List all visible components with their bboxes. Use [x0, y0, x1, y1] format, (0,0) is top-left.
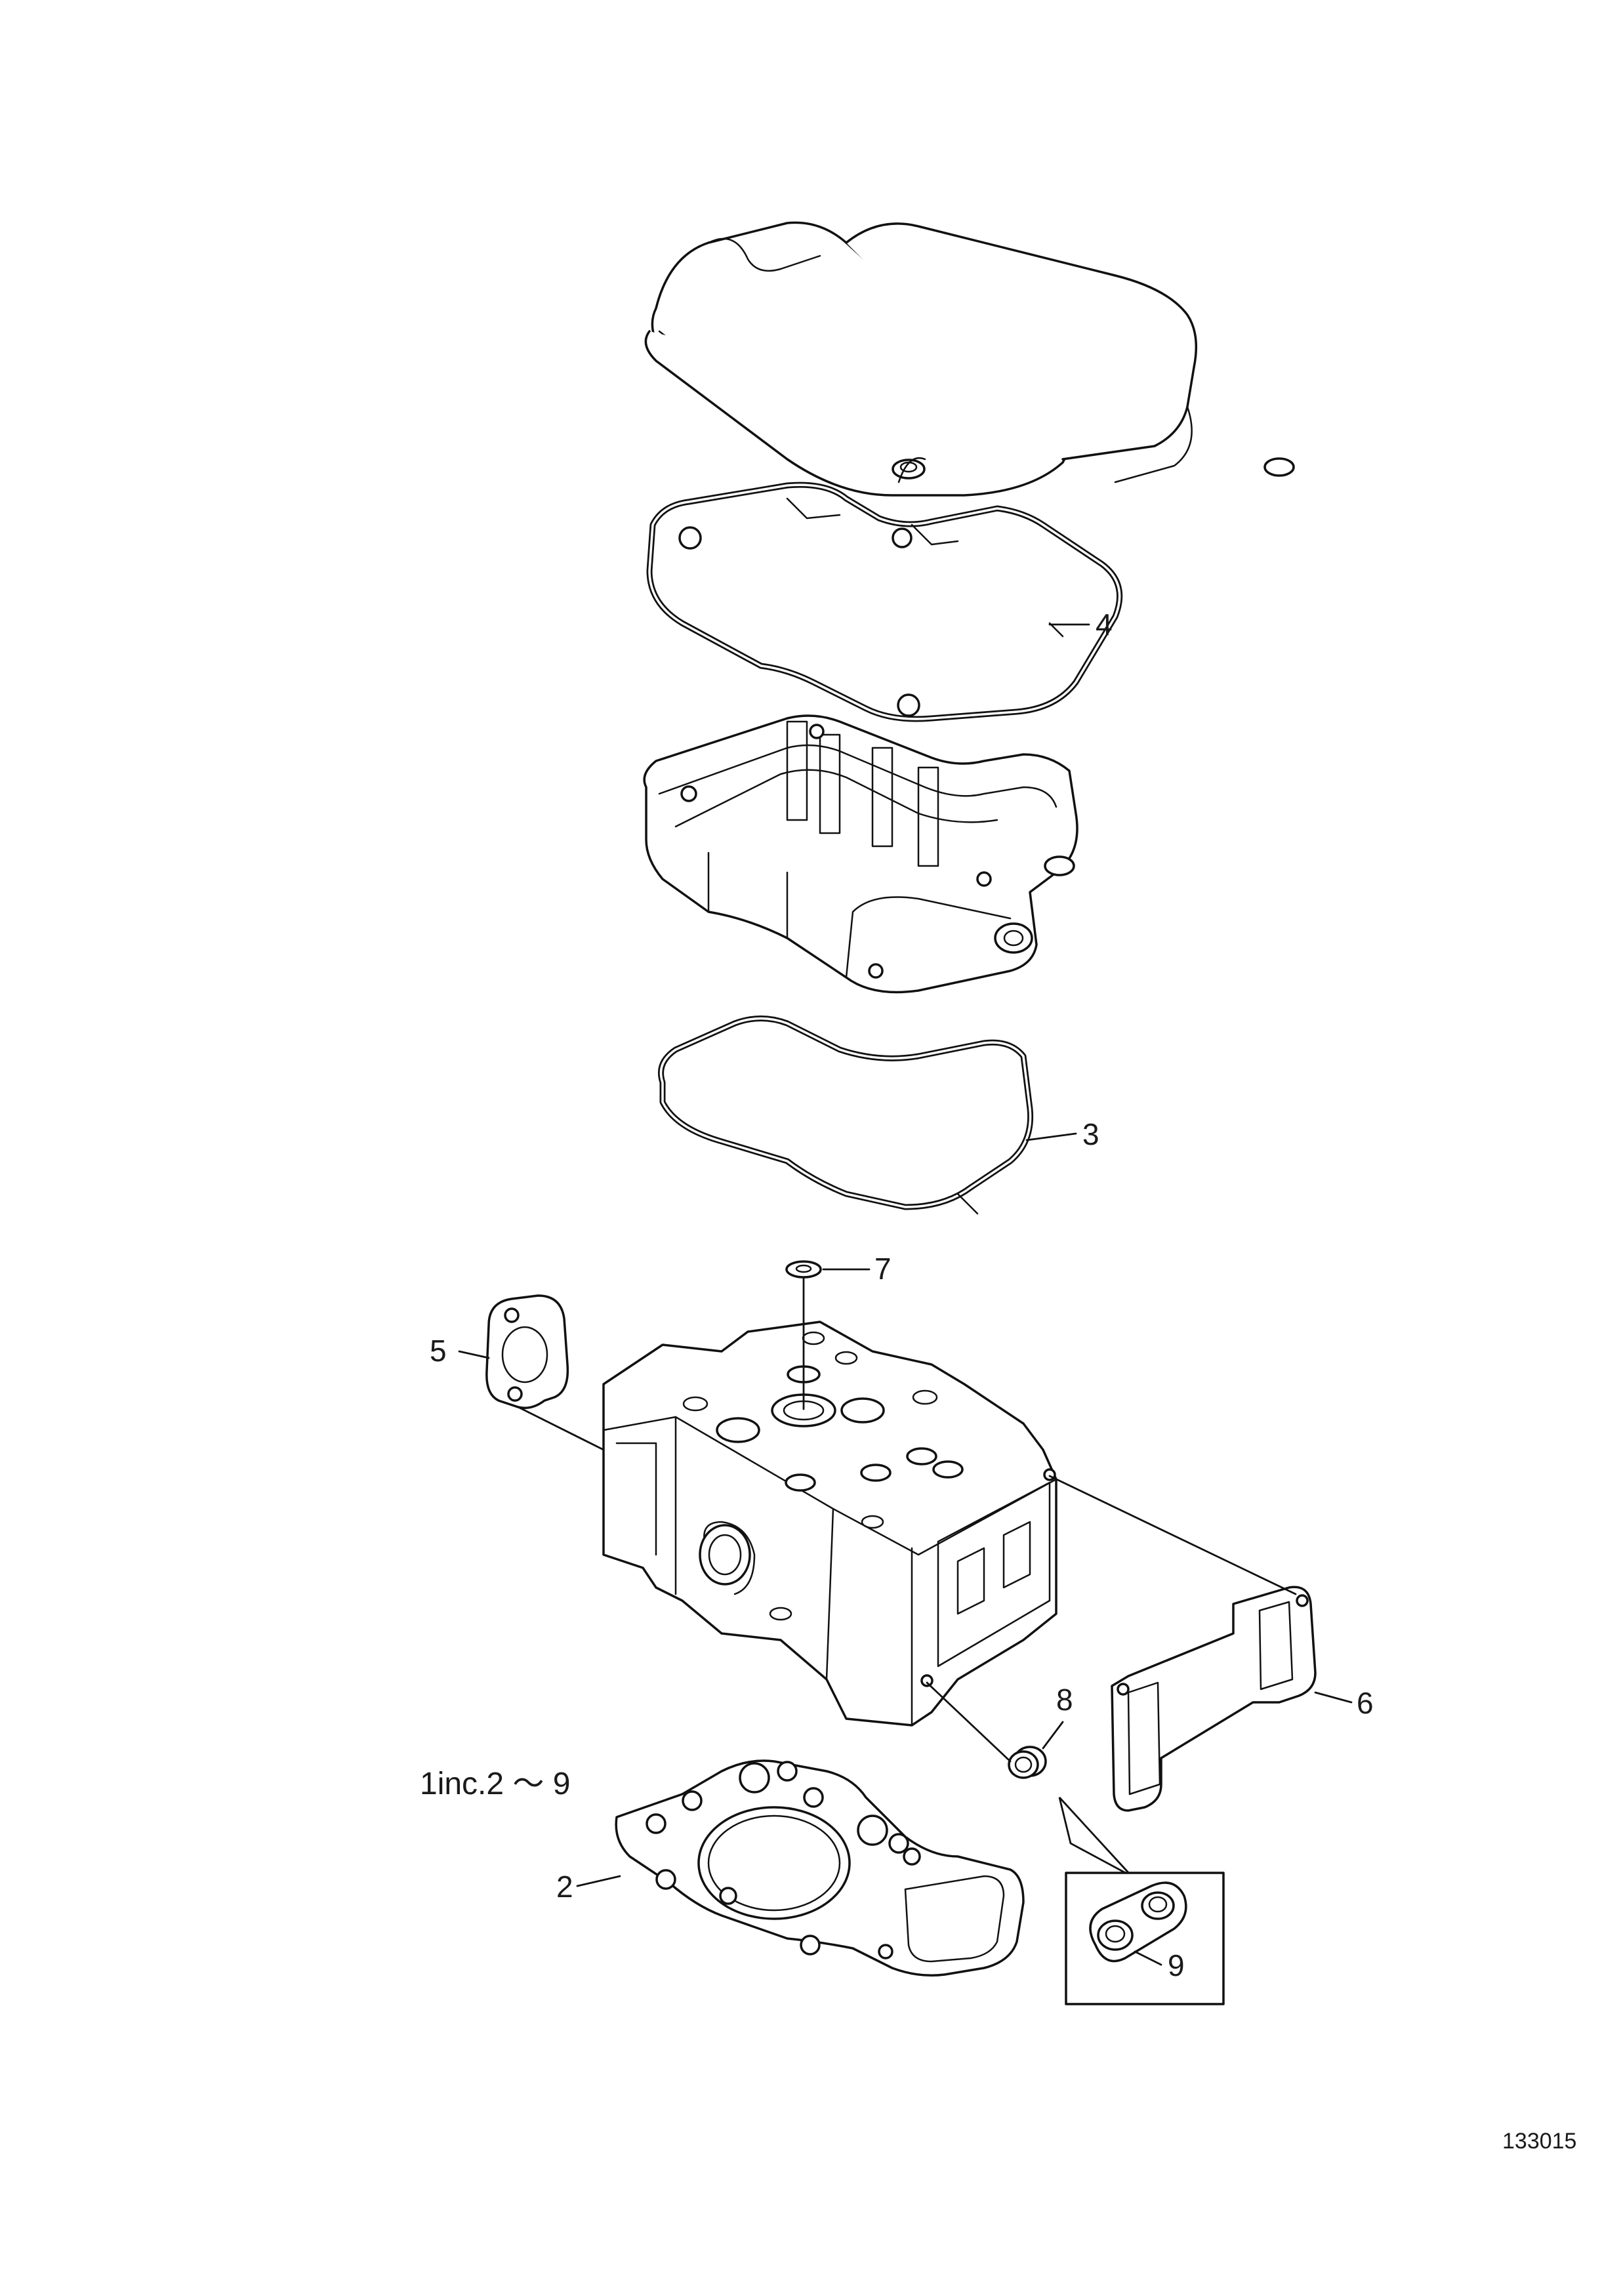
valve-cover[interactable]: [644, 221, 1295, 497]
cylinder-head-gasket[interactable]: [615, 1759, 1025, 1977]
callout-2: 2: [556, 1870, 573, 1904]
callout-8: 8: [1056, 1683, 1073, 1717]
grommet-part[interactable]: [1089, 1881, 1187, 1963]
callout-6: 6: [1357, 1686, 1374, 1720]
callout-4: 4: [1096, 607, 1113, 642]
washer[interactable]: [785, 1260, 822, 1279]
plug-fitting[interactable]: [1008, 1746, 1047, 1779]
callout-3: 3: [1082, 1117, 1099, 1151]
intake-manifold-gasket[interactable]: [1111, 1586, 1317, 1812]
exhaust-flange-gasket[interactable]: [485, 1294, 569, 1409]
callout-9: 9: [1168, 1948, 1185, 1982]
callout-5: 5: [430, 1334, 447, 1368]
callout-7: 7: [874, 1252, 892, 1286]
cylinder-head[interactable]: [602, 1321, 1057, 1727]
cover-gasket[interactable]: [646, 482, 1123, 722]
detail-inset: [1058, 1797, 1225, 2005]
assembly-note: 1inc.2 ～ 9: [420, 1767, 570, 1801]
leader-lines: [458, 623, 1353, 1966]
figure-number: 133015: [1502, 2129, 1576, 2154]
valve-cover-base[interactable]: [643, 714, 1078, 994]
valve-cover-right-lobe: [845, 222, 1198, 483]
cover-base-gasket[interactable]: [658, 1015, 1034, 1215]
